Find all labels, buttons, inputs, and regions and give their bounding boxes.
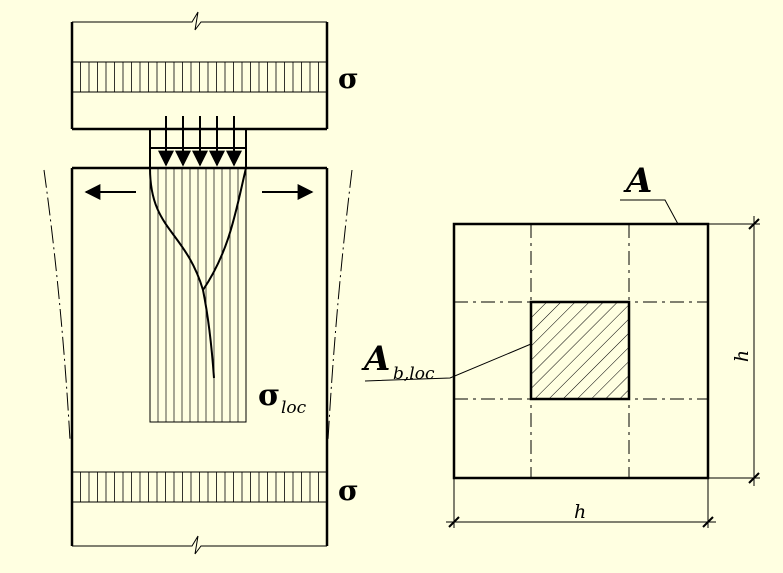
load-plate — [149, 128, 247, 169]
sigma-top-label: σ — [338, 62, 359, 95]
sigma-loc-symbol: σ — [258, 378, 280, 413]
load-arrows — [158, 116, 242, 167]
sigma-loc-subscript: loc — [281, 398, 307, 418]
area-local-subscript: b,loc — [393, 364, 435, 384]
cross-section: A A b,loc h h — [361, 161, 760, 528]
dimension-horizontal — [446, 478, 716, 528]
bottom-stress-band — [80, 472, 319, 502]
area-local-symbol: A — [361, 339, 390, 379]
area-total-label: A — [623, 161, 652, 201]
crack-lines — [149, 167, 247, 379]
dimension-h-vertical: h — [731, 350, 753, 362]
sigma-bottom-label: σ — [338, 474, 359, 507]
local-loaded-area — [529, 300, 631, 401]
dimension-vertical — [708, 216, 760, 486]
top-stress-band — [80, 62, 319, 92]
dimension-h-horizontal: h — [574, 501, 586, 523]
cross-section-outline — [452, 222, 710, 480]
deformed-outline — [43, 169, 353, 441]
leader-lines — [364, 199, 679, 382]
local-zone-hatching — [157, 168, 239, 422]
